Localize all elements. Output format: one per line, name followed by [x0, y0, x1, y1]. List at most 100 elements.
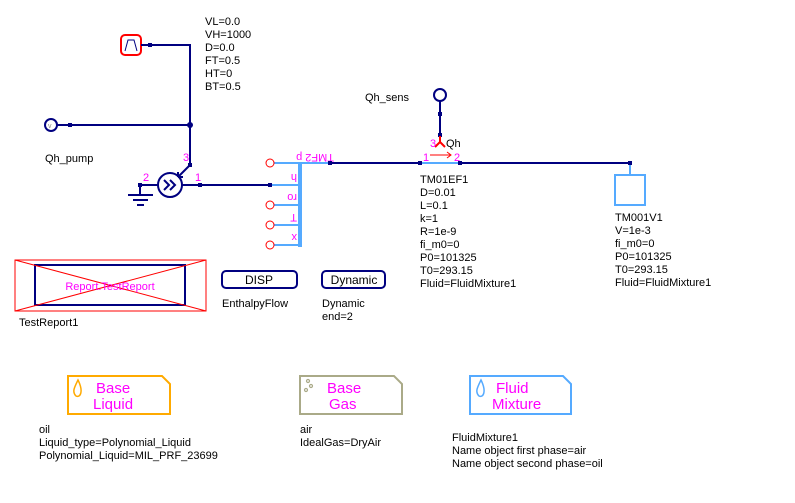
label: Mixture [492, 396, 541, 413]
gas-bubbles-icon [303, 378, 314, 393]
schematic-shape [469, 375, 572, 415]
label: V=1e-3 [615, 225, 651, 237]
schematic-shape [265, 240, 275, 250]
drop-icon [73, 378, 82, 398]
schematic-shape [628, 161, 632, 165]
schematic-shape [67, 375, 171, 415]
dynamic-block[interactable]: Dynamic [321, 270, 386, 289]
disp-name: EnthalpyFlow [222, 298, 288, 310]
label: k=1 [420, 213, 438, 225]
label: IdealGas=DryAir [300, 437, 381, 449]
label: HT=0 [205, 68, 232, 80]
label: Name object second phase=oil [452, 458, 603, 470]
schematic-shape [303, 387, 309, 393]
sensor-icon [434, 136, 446, 148]
sensor-output[interactable] [433, 88, 447, 102]
label: T [290, 211, 297, 223]
schematic-shape [187, 122, 193, 128]
schematic-shape [438, 133, 442, 137]
label: h [291, 171, 297, 183]
report-block[interactable]: Report.TestReport [14, 259, 207, 312]
pulse-source[interactable] [120, 34, 142, 56]
label: x [291, 231, 297, 243]
label: v [48, 123, 52, 130]
signal-source[interactable]: v [44, 118, 58, 132]
label: 3 [430, 138, 436, 150]
schematic-shape [268, 183, 272, 187]
label: D=0.0 [205, 42, 235, 54]
schematic-shape [148, 43, 152, 47]
schematic-shape [221, 270, 298, 289]
schematic-shape [321, 270, 386, 289]
label: VL=0.0 [205, 16, 240, 28]
schematic-shape [305, 378, 311, 384]
label: R=1e-9 [420, 226, 456, 238]
label: air [300, 424, 313, 436]
label: FluidMixture1 [452, 432, 518, 444]
label: Liquid [93, 396, 133, 413]
bus-label: TMF2 p [296, 151, 334, 163]
schematic-shape [265, 158, 275, 168]
label: D=0.01 [420, 187, 456, 199]
label: fi_m0=0 [615, 238, 654, 250]
sensor-label: Qh_sens [365, 92, 410, 104]
label: P0=101325 [420, 252, 477, 264]
schematic-shape [198, 183, 202, 187]
disp-block[interactable]: DISP [221, 270, 298, 289]
label: Fluid=FluidMixture1 [420, 278, 516, 290]
label: Base [96, 380, 130, 397]
label: DISP [245, 273, 273, 287]
volume[interactable] [614, 174, 646, 206]
label: Gas [329, 396, 357, 413]
label: 2 [454, 152, 460, 164]
schematic-shape [308, 383, 314, 389]
pulse-source-icon [124, 39, 138, 52]
schematic-shape [188, 163, 192, 167]
label: Report.TestReport [65, 281, 154, 293]
label: VH=1000 [205, 29, 251, 41]
port-label: 1 [195, 172, 201, 184]
label: BT=0.5 [205, 81, 241, 93]
report-name: TestReport1 [19, 317, 78, 329]
port-label: 3 [183, 152, 189, 164]
fluid-mixture-block[interactable]: Fluid Mixture [469, 375, 572, 415]
label: Fluid [496, 380, 529, 397]
base-gas-block[interactable]: Base Gas [299, 375, 403, 415]
wire-pulse [141, 44, 191, 165]
schematic-shape [34, 264, 186, 306]
base-liquid-block[interactable]: Base Liquid [67, 375, 171, 415]
schematic-shape [328, 161, 332, 165]
label: Dynamic [322, 298, 365, 310]
label: Name object first phase=air [452, 445, 587, 457]
label: L=0.1 [420, 200, 448, 212]
label: 1 [423, 152, 429, 164]
label: ro [287, 191, 297, 203]
label: fi_m0=0 [420, 239, 459, 251]
pump[interactable] [157, 164, 191, 198]
label: Fluid=FluidMixture1 [615, 277, 711, 289]
schematic-shape [120, 34, 142, 56]
label: P0=101325 [615, 251, 672, 263]
fluid-bus[interactable]: TMF2 p h ro T x [265, 151, 334, 250]
pulse-params: VL=0.0 VH=1000 D=0.0 FT=0.5 HT=0 BT=0.5 [205, 16, 251, 93]
schematic-shape [265, 200, 275, 210]
label: T0=293.15 [420, 265, 473, 277]
label: Dynamic [331, 273, 378, 287]
label: Liquid_type=Polynomial_Liquid [39, 437, 191, 449]
port-label: 2 [143, 172, 149, 184]
label: Polynomial_Liquid=MIL_PRF_23699 [39, 450, 218, 462]
schematic-shape [418, 161, 422, 165]
ground-icon [128, 185, 153, 206]
schematic-shape [265, 220, 275, 230]
schematic-shape [128, 185, 153, 206]
schematic-shape [299, 375, 403, 415]
sensor-quantity: Qh [446, 138, 461, 150]
volume-params: TM001V1 V=1e-3 fi_m0=0 P0=101325 T0=293.… [615, 212, 711, 289]
pipe-params: TM01EF1 D=0.01 L=0.1 k=1 R=1e-9 fi_m0=0 … [420, 174, 516, 290]
label: end=2 [322, 311, 353, 323]
schematic-shape [68, 123, 72, 127]
schematic-shape [438, 112, 442, 116]
schematic-shape [272, 162, 330, 246]
pump-label: Qh_pump [45, 153, 93, 165]
